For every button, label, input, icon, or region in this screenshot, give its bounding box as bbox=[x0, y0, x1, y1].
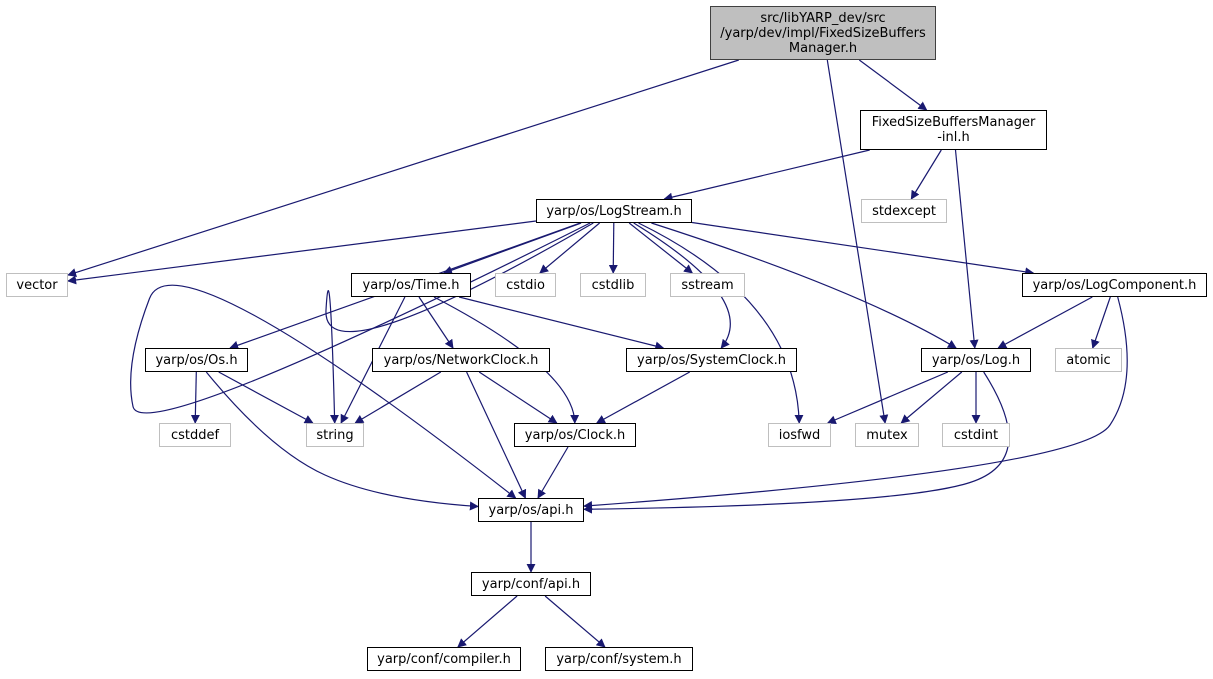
node-root-line-2: /yarp/dev/impl/FixedSizeBuffers bbox=[720, 25, 926, 41]
edge-logstream-to-string bbox=[325, 222, 594, 424]
edge-logcomponent-to-atomic bbox=[1091, 296, 1111, 349]
edge-networkclock-to-string bbox=[354, 371, 442, 424]
node-cstdio-label: cstdio bbox=[506, 277, 545, 293]
node-iosfwd-label: iosfwd bbox=[778, 427, 821, 443]
edge-logstream-to-logcomponent bbox=[691, 221, 1035, 277]
node-cstdint: cstdint bbox=[942, 423, 1010, 447]
edge-time-to-systemclock bbox=[458, 296, 665, 351]
edge-systemclock-to-clock bbox=[596, 371, 690, 424]
node-cstdint-label: cstdint bbox=[953, 427, 999, 443]
edge-logstream-to-cstdio bbox=[539, 222, 600, 274]
node-logcomponent[interactable]: yarp/os/LogComponent.h bbox=[1022, 273, 1207, 297]
edge-logstream-to-sstream bbox=[628, 222, 694, 274]
node-root-line-3: Manager.h bbox=[788, 40, 858, 56]
edge-inl-to-logstream bbox=[663, 149, 870, 202]
node-os-api[interactable]: yarp/os/api.h bbox=[478, 498, 584, 522]
node-mutex: mutex bbox=[855, 423, 919, 447]
node-logcomponent-label: yarp/os/LogComponent.h bbox=[1032, 277, 1197, 293]
node-time-label: yarp/os/Time.h bbox=[362, 277, 460, 293]
edge-logstream-to-log bbox=[651, 222, 957, 349]
node-conf-compiler[interactable]: yarp/conf/compiler.h bbox=[367, 647, 521, 671]
node-clock-label: yarp/os/Clock.h bbox=[524, 427, 626, 443]
node-cstddef-label: cstddef bbox=[170, 427, 220, 443]
node-log[interactable]: yarp/os/Log.h bbox=[921, 348, 1031, 372]
edge-networkclock-to-osapi bbox=[466, 371, 527, 499]
node-cstddef: cstddef bbox=[159, 423, 231, 447]
node-conf-api[interactable]: yarp/conf/api.h bbox=[471, 572, 591, 596]
edge-os-to-string bbox=[218, 371, 314, 424]
edge-root-to-vector bbox=[67, 59, 739, 277]
node-sstream: sstream bbox=[670, 273, 745, 297]
node-compiler-label: yarp/conf/compiler.h bbox=[377, 651, 511, 667]
node-conf-system[interactable]: yarp/conf/system.h bbox=[545, 647, 693, 671]
node-stdexcept-label: stdexcept bbox=[872, 203, 936, 219]
edge-confapi-to-system bbox=[544, 595, 606, 648]
node-system-label: yarp/conf/system.h bbox=[556, 651, 682, 667]
node-string: string bbox=[306, 423, 364, 447]
node-inl-line-2: -inl.h bbox=[937, 130, 970, 145]
edge-inl-to-log bbox=[954, 149, 979, 349]
node-systemclock-label: yarp/os/SystemClock.h bbox=[637, 352, 786, 368]
node-string-label: string bbox=[316, 427, 354, 443]
edge-logcomponent-to-log bbox=[997, 296, 1093, 349]
edge-os-to-cstddef bbox=[190, 371, 200, 424]
edge-inl-to-stdexcept bbox=[910, 149, 942, 200]
edge-root-to-inl bbox=[858, 59, 928, 111]
edge-time-to-networkclock bbox=[418, 296, 454, 349]
node-stdexcept: stdexcept bbox=[861, 199, 947, 223]
node-systemclock[interactable]: yarp/os/SystemClock.h bbox=[626, 348, 797, 372]
node-time[interactable]: yarp/os/Time.h bbox=[351, 273, 471, 297]
node-atomic: atomic bbox=[1055, 348, 1122, 372]
node-os-label: yarp/os/Os.h bbox=[155, 352, 238, 368]
node-cstdlib-label: cstdlib bbox=[591, 277, 635, 293]
node-log-label: yarp/os/Log.h bbox=[931, 352, 1021, 368]
edge-logstream-to-cstdlib bbox=[608, 222, 618, 274]
node-confapi-label: yarp/conf/api.h bbox=[481, 576, 581, 592]
node-fixedsizebuffersmanager-inl[interactable]: FixedSizeBuffersManager -inl.h bbox=[860, 110, 1047, 150]
node-os[interactable]: yarp/os/Os.h bbox=[145, 348, 248, 372]
edge-os-to-osapi bbox=[205, 371, 479, 511]
edge-log-to-mutex bbox=[900, 371, 963, 424]
edge-networkclock-to-clock bbox=[478, 371, 558, 424]
node-root-line-1: src/libYARP_dev/src bbox=[760, 10, 886, 26]
edge-root-to-mutex bbox=[826, 59, 889, 424]
edge-confapi-to-compiler bbox=[457, 595, 518, 648]
node-clock[interactable]: yarp/os/Clock.h bbox=[514, 423, 636, 447]
node-logstream[interactable]: yarp/os/LogStream.h bbox=[536, 199, 692, 223]
node-cstdio: cstdio bbox=[495, 273, 556, 297]
node-networkclock-label: yarp/os/NetworkClock.h bbox=[383, 352, 539, 368]
edge-clock-to-osapi bbox=[537, 446, 569, 499]
node-osapi-label: yarp/os/api.h bbox=[488, 502, 574, 518]
node-atomic-label: atomic bbox=[1066, 352, 1111, 368]
edge-logstream-to-iosfwd bbox=[638, 222, 804, 424]
node-sstream-label: sstream bbox=[681, 277, 734, 293]
edge-logstream-to-vector bbox=[67, 220, 537, 285]
node-cstdlib: cstdlib bbox=[580, 273, 646, 297]
node-logstream-label: yarp/os/LogStream.h bbox=[546, 203, 682, 219]
edge-logstream-to-time bbox=[443, 222, 582, 275]
node-root: src/libYARP_dev/src /yarp/dev/impl/Fixed… bbox=[710, 6, 936, 60]
edge-logcomponent-to-osapi bbox=[583, 296, 1128, 510]
edge-log-to-iosfwd bbox=[826, 371, 949, 424]
node-networkclock[interactable]: yarp/os/NetworkClock.h bbox=[372, 348, 550, 372]
node-vector-label: vector bbox=[16, 277, 58, 293]
node-vector: vector bbox=[6, 273, 68, 297]
node-iosfwd: iosfwd bbox=[768, 423, 831, 447]
node-mutex-label: mutex bbox=[866, 427, 908, 443]
edge-logstream-to-osapi bbox=[130, 222, 591, 499]
node-inl-line-1: FixedSizeBuffersManager bbox=[871, 115, 1036, 130]
